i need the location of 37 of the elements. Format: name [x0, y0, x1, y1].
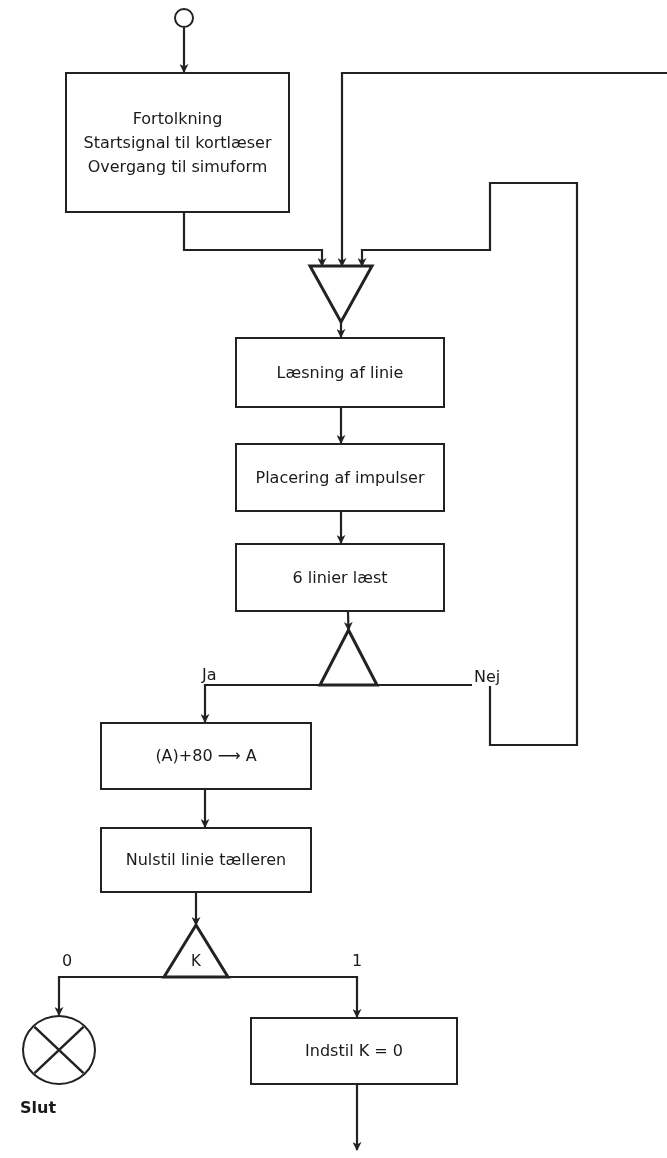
box-text: Startsignal til kortlæser	[83, 132, 272, 153]
box-text: Indstil K = 0	[305, 1041, 403, 1061]
merge-funnel	[310, 266, 372, 322]
arrow	[343, 611, 353, 631]
edge-label: Ja	[200, 666, 219, 684]
box-text: K	[191, 952, 201, 971]
process-box	[65, 72, 290, 213]
box-text: Læsning af linie	[276, 362, 404, 383]
arrow	[352, 1085, 362, 1151]
box-text: Overgang til simuform	[87, 156, 268, 177]
start-circle	[174, 8, 194, 28]
arrow	[179, 28, 189, 73]
process-box	[235, 337, 445, 408]
box-text: Nulstil linie tælleren	[125, 850, 287, 870]
process-box	[100, 827, 312, 893]
arrow	[191, 893, 201, 926]
arrow	[228, 975, 362, 1018]
decision-triangle	[164, 925, 228, 977]
arrow	[182, 213, 327, 267]
decision-triangle	[320, 630, 377, 685]
process-box	[100, 722, 312, 790]
box-text: 6 linier læst	[292, 567, 388, 588]
arrow	[336, 322, 346, 338]
arrow	[336, 512, 346, 544]
arrow	[357, 181, 579, 747]
arrow	[200, 683, 320, 723]
box-text: Fortolkning	[132, 108, 223, 129]
process-box	[235, 443, 445, 512]
arrow	[336, 408, 346, 444]
arrow	[200, 790, 210, 828]
box-text: Placering af impulser	[255, 467, 425, 488]
process-box	[250, 1017, 458, 1085]
arrow	[337, 71, 667, 267]
process-box	[235, 543, 445, 612]
arrow	[54, 975, 164, 1016]
node-caption: Slut	[20, 1098, 57, 1117]
box-text: (A)+80 ⟶ A	[155, 746, 257, 766]
